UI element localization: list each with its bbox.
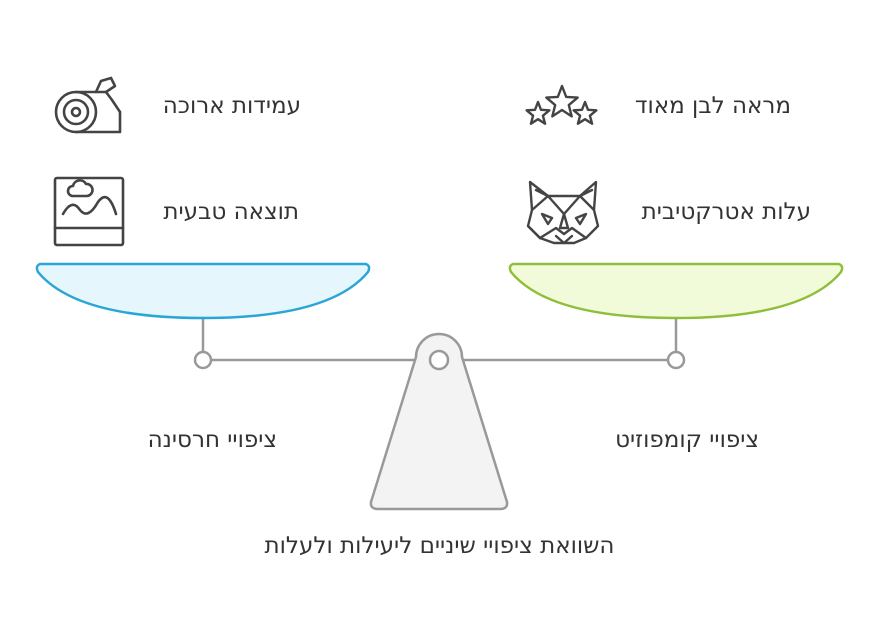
fox-icon [526, 180, 600, 245]
left-pro-1-label: עמידות ארוכה [162, 93, 301, 119]
fulcrum [369, 332, 509, 511]
left-pro-2-label: תוצאה טבעית [163, 199, 299, 225]
right-pan [508, 262, 844, 320]
fulcrum-pivot [428, 349, 450, 371]
diagram-caption: השוואת ציפויי שיניים ליעילות ולעלות [264, 533, 615, 559]
stars-icon [525, 84, 598, 125]
landscape-picture-icon [53, 176, 125, 247]
left-side-title: ציפויי חרסינה [147, 427, 277, 453]
log-icon [54, 76, 122, 134]
right-pro-2-label: עלות אטרקטיבית [641, 199, 811, 225]
right-pro-1-label: מראה לבן מאוד [634, 93, 791, 119]
left-beam-joint [193, 350, 213, 370]
right-beam-joint [666, 350, 686, 370]
left-pan [35, 262, 371, 320]
right-side-title: ציפויי קומפוזיט [615, 427, 759, 453]
